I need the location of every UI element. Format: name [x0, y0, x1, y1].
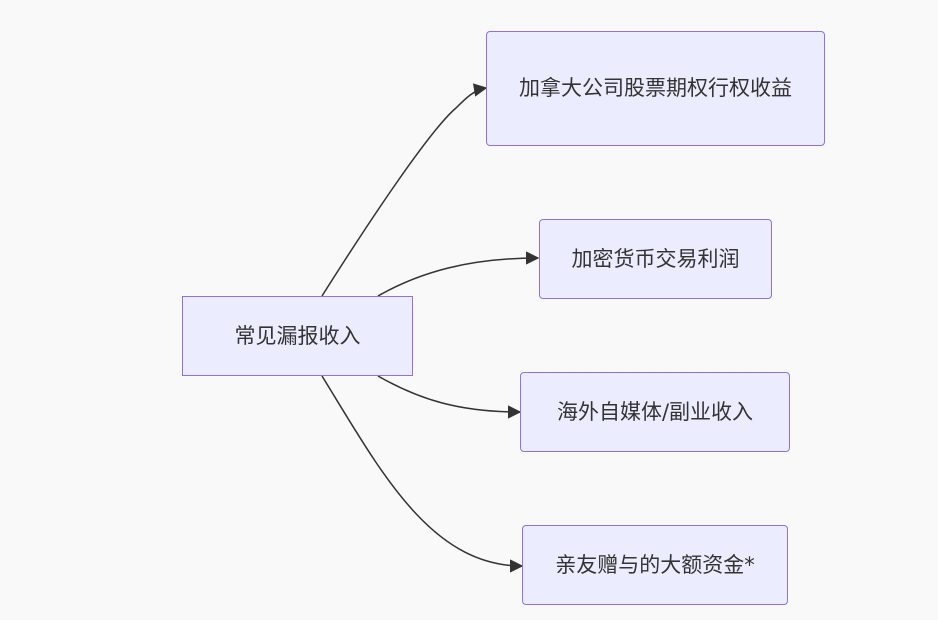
- child-node-label: 加拿大公司股票期权行权收益: [519, 76, 792, 100]
- edge-root-to-crypto: [377, 251, 540, 297]
- edge-root-to-overseas-income: [377, 375, 522, 419]
- child-node-stock-options: 加拿大公司股票期权行权收益: [486, 31, 825, 146]
- child-node-label: 加密货币交易利润: [571, 246, 740, 271]
- root-node: 常见漏报收入: [182, 296, 413, 376]
- child-node-gifts: 亲友赠与的大额资金*: [522, 525, 788, 605]
- child-node-crypto: 加密货币交易利润: [539, 219, 772, 299]
- child-node-label: 亲友赠与的大额资金*: [555, 552, 755, 577]
- child-node-label: 海外自媒体/副业收入: [556, 399, 754, 424]
- root-node-label: 常见漏报收入: [234, 323, 361, 348]
- edge-root-to-gifts: [321, 375, 524, 573]
- child-node-overseas-income: 海外自媒体/副业收入: [520, 372, 790, 452]
- edge-root-to-stock-options: [321, 83, 488, 297]
